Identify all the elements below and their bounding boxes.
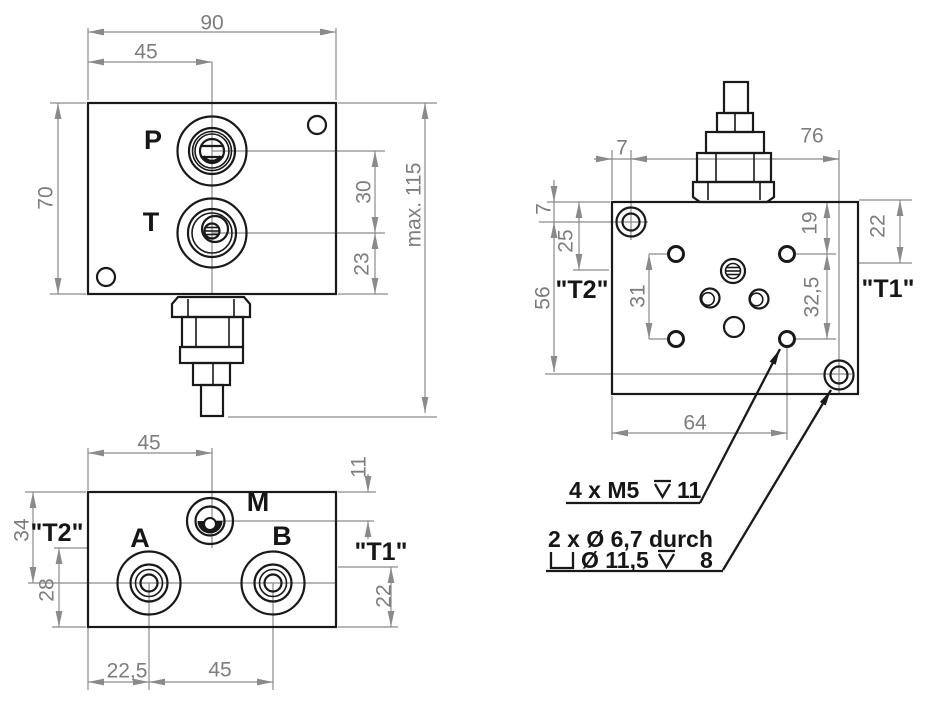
dim-back-cb-dy: 56 (532, 286, 555, 309)
bottom-t1-label: "T1" (355, 538, 408, 566)
port-m-label: M (247, 487, 270, 517)
note-through-holes: 2 x Ø 6,7 durch Ø 11,5 8 (546, 389, 832, 573)
center-plug-screw (719, 257, 747, 285)
note-m5: 4 x M5 11 (566, 348, 782, 505)
front-valve-cartridge (170, 295, 252, 418)
back-valve-cartridge (691, 80, 776, 204)
back-view: 7 76 7 25 56 31 19 32,5 22 64 "T2" "T1" (532, 80, 915, 573)
note-m5-depth-value: 11 (677, 477, 702, 503)
dim-back-t1-depth: 22 (867, 214, 890, 237)
dim-bottom-m-offset: 45 (137, 432, 160, 455)
bottom-block-outline (86, 490, 338, 629)
front-hole-top-right (306, 114, 328, 136)
counterbore-symbol-icon (549, 552, 575, 570)
dim-back-cb-dx: 76 (800, 125, 823, 148)
dim-front-width: 90 (200, 12, 223, 35)
dim-back-m5-dy-right: 32,5 (801, 277, 824, 318)
pattern-hole-left (699, 287, 721, 309)
dim-front-p-to-t: 30 (353, 180, 376, 203)
front-view: 90 45 70 30 23 max. 115 (35, 12, 437, 418)
m5-hole-top-right (778, 245, 796, 263)
m5-hole-bottom-right (778, 330, 796, 348)
bottom-view: 45 11 34 28 22 22,5 45 A B M (11, 432, 408, 690)
back-dimension-lines (539, 150, 912, 440)
counterbore-hole-bottom-right (823, 359, 855, 391)
note-through-dia: Ø 11,5 (581, 547, 649, 573)
note-through-depth: 8 (700, 547, 713, 573)
dim-front-p-offset: 45 (134, 41, 157, 64)
port-b-label: B (272, 521, 292, 551)
bottom-dimension-lines (25, 448, 398, 690)
dim-back-t2-depth: 25 (555, 229, 578, 252)
dim-bottom-t2-height: 28 (36, 578, 59, 601)
note-through-line1: 2 x Ø 6,7 durch (548, 526, 713, 552)
dim-bottom-ab-depth: 34 (11, 518, 34, 542)
dim-back-m5-y: 19 (799, 211, 822, 234)
port-p (176, 115, 248, 187)
dim-bottom-ab-spacing: 45 (208, 659, 231, 682)
back-t2-label: "T2" (556, 276, 609, 304)
pattern-hole-right (748, 288, 770, 310)
back-t1-label: "T1" (862, 275, 915, 303)
depth-symbol-icon (654, 479, 671, 500)
port-m (185, 496, 235, 546)
note-m5-text: 4 x M5 (569, 477, 640, 503)
port-a-label: A (130, 523, 150, 553)
bottom-t2-label: "T2" (31, 519, 84, 547)
dim-back-m5-dy-left: 31 (627, 284, 650, 307)
port-b (240, 550, 306, 616)
port-t-label: T (143, 207, 160, 237)
m5-hole-top-left (667, 245, 685, 263)
dim-back-m5-dx: 64 (683, 412, 707, 435)
depth-symbol-icon (658, 549, 675, 570)
front-hole-bottom-left (95, 266, 117, 288)
counterbore-hole-top-left (615, 206, 647, 238)
m5-hole-bottom-left (667, 330, 685, 348)
pattern-hole-bottom (722, 315, 746, 339)
front-block-outline (86, 101, 338, 296)
dim-bottom-m-depth: 11 (348, 456, 371, 478)
dim-back-cb-x: 7 (616, 137, 628, 160)
dim-back-cb-y: 7 (533, 203, 556, 215)
port-a (116, 550, 182, 616)
port-p-label: P (144, 125, 162, 155)
dim-bottom-t1-height: 22 (373, 584, 396, 607)
dim-front-t-bottom: 23 (351, 252, 374, 275)
dim-front-max-height: max. 115 (403, 163, 426, 248)
front-dimension-lines (50, 28, 437, 418)
dim-bottom-a-offset: 22,5 (107, 660, 148, 683)
dim-front-height: 70 (35, 186, 58, 209)
port-t (176, 197, 248, 269)
